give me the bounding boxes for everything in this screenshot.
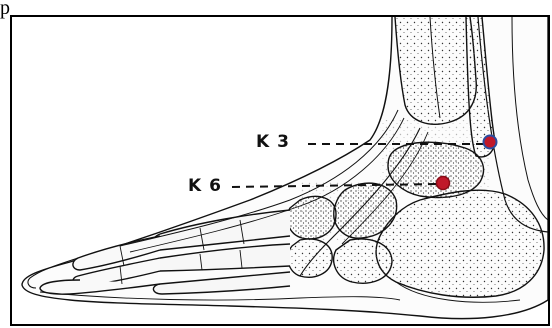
tibia: [395, 17, 476, 124]
k6-label: K 6: [188, 178, 222, 195]
cuboid: [334, 239, 392, 283]
k6-point-marker: [437, 177, 450, 190]
k3-label: K 3: [256, 134, 290, 151]
k3-point-marker: [484, 136, 497, 149]
